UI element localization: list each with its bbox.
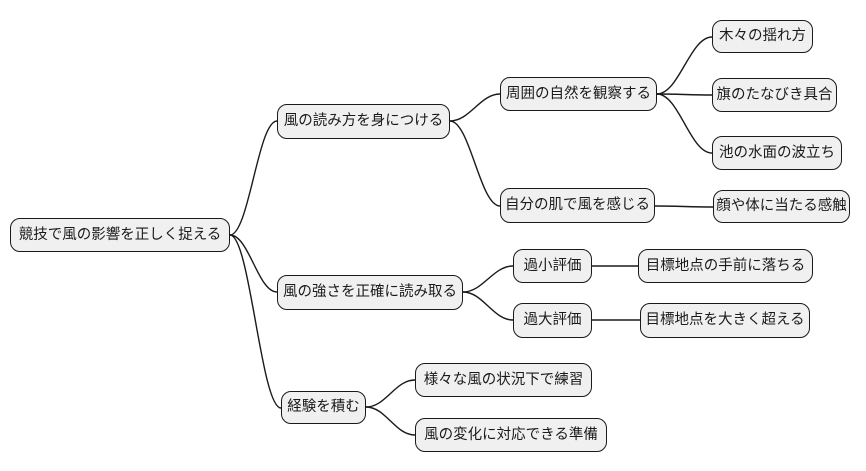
node-underestimate: 過小評価 [513,249,592,283]
leaf-node-pond-ripples: 池の水面の波立ち [712,136,842,170]
edge-wind-reading-to-feel-skin [449,120,501,207]
edge-root-to-gain-experience [229,234,282,409]
branch-node-gain-experience: 経験を積む [281,391,366,424]
edge-experience-to-practice [365,379,416,408]
edge-observe-to-flag-flutter [656,93,713,96]
edge-observe-to-pond-ripples [656,93,713,154]
edge-wind-reading-to-observe-nature [449,93,501,122]
edge-feel-skin-to-face-body [654,205,714,208]
leaf-node-flag-flutter: 旗のたなびき具合 [712,78,837,112]
node-overestimate: 過大評価 [513,303,592,338]
edge-strength-to-underestimate [462,265,514,293]
branch-node-learn-wind-reading: 風の読み方を身につける [277,104,450,139]
leaf-node-practice-various-winds: 様々な風の状況下で練習 [415,363,592,397]
node-observe-surrounding-nature: 周囲の自然を観察する [500,77,657,111]
edge-experience-to-preparation [365,406,416,436]
edge-root-to-wind-strength [229,234,278,293]
node-feel-wind-on-skin: 自分の肌で風を感じる [500,188,655,223]
edge-strength-to-overestimate [462,291,514,321]
root-node-grasp-wind-effect: 競技で風の影響を正しく捉える [10,218,230,252]
leaf-node-tree-sway: 木々の揺れ方 [712,20,813,53]
leaf-node-prepare-for-wind-changes: 風の変化に対応できる準備 [415,418,607,452]
leaf-node-overshoots-target: 目標地点を大きく超える [640,303,810,338]
leaf-node-falls-short-of-target: 目標地点の手前に落ちる [638,249,813,283]
edge-observe-to-tree-sway [656,36,713,95]
branch-node-read-wind-strength: 風の強さを正確に読み取る [277,275,463,310]
edge-root-to-wind-reading [229,120,278,236]
leaf-node-face-body-sensation: 顔や体に当たる感触 [713,190,850,223]
